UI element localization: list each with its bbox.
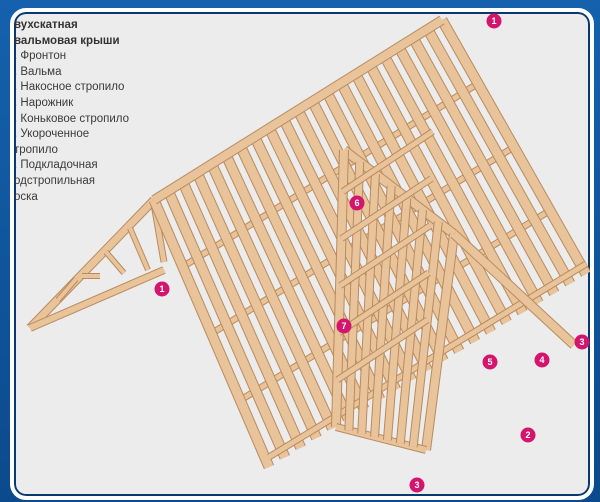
diagram-card: 1 1 6 7 5 4 3 2 3 вухскатная вальмовая крыши . Ф…	[10, 8, 594, 500]
rafter-9	[265, 126, 400, 392]
gable-strut-1	[56, 277, 78, 302]
legend-item-ridge-rafter: . Коньковое стропило	[14, 112, 130, 125]
marker-circle-m1-top	[486, 13, 502, 29]
jack-rafter-3	[371, 185, 395, 438]
eave-plate	[267, 261, 588, 460]
hip-brace-5	[335, 317, 429, 382]
hip-brace-1	[341, 129, 435, 194]
legend-item-shortened-1: . Укороченное	[14, 128, 90, 141]
marker-circle-m3-right	[574, 334, 590, 350]
marker-label-m1-top: 1	[491, 16, 496, 26]
rafter-7	[236, 144, 369, 412]
marker-circle-m7	[336, 318, 352, 334]
marker-label-m1-left: 1	[159, 284, 164, 294]
legend-item-gable: . Фронтон	[14, 50, 67, 63]
legend-title-line-2: вальмовая крыши	[14, 34, 120, 47]
legend-item-diagonal-rafter: . Накосное стропило	[14, 81, 125, 94]
marker-m7: 7	[336, 318, 352, 334]
marker-label-m4: 4	[539, 355, 544, 365]
legend-item-hip: . Вальма	[14, 65, 62, 78]
ridge-board	[151, 16, 445, 204]
gable-tie	[28, 267, 166, 331]
rafter-11	[293, 107, 432, 373]
marker-m5: 5	[482, 354, 498, 370]
marker-label-m7: 7	[341, 321, 346, 331]
rafter-8	[250, 135, 385, 402]
hip-brace-2	[340, 176, 433, 241]
diagonal-rafter-center	[422, 233, 458, 451]
diagonal-rafter-right	[451, 231, 577, 348]
gable-strut-3	[104, 250, 126, 275]
marker-layer: 1 1 6 7 5 4 3 2 3	[154, 13, 590, 493]
marker-circle-m4	[534, 352, 550, 368]
rafter-16	[366, 62, 511, 325]
marker-m3-right: 3	[574, 334, 590, 350]
marker-m3-bottom: 3	[409, 477, 425, 493]
marker-circle-m1-left	[154, 281, 170, 297]
marker-circle-m6	[349, 195, 365, 211]
hip-brace-3	[338, 223, 432, 288]
rafter-6	[221, 153, 353, 421]
marker-label-m5: 5	[487, 357, 492, 367]
rafter-10	[279, 117, 416, 383]
marker-m4: 4	[534, 352, 550, 368]
rafter-19	[409, 35, 559, 296]
rafter-18	[394, 44, 543, 306]
marker-m2: 2	[520, 427, 536, 443]
roof-diagram: 1 1 6 7 5 4 3 2 3	[26, 13, 590, 493]
legend-item-jack-rafter: . Нарожник	[14, 96, 74, 109]
marker-circle-m3-bottom	[409, 477, 425, 493]
jack-rafter-4	[383, 197, 411, 441]
marker-m1-top: 1	[486, 13, 502, 29]
rafter-12	[308, 98, 448, 363]
marker-m1-left: 1	[154, 281, 170, 297]
legend-item-shortened-2: тропило	[14, 143, 58, 156]
legend-item-underlay-1: . Подкладочная	[14, 159, 98, 172]
rafter-15	[351, 71, 495, 334]
legend-item-underlay-2: одстропильная	[14, 174, 95, 187]
hip-rafter-left	[332, 149, 348, 428]
gable-strut-4	[128, 227, 150, 271]
rafter-5	[207, 162, 337, 431]
legend-item-underlay-3: оска	[14, 190, 38, 203]
hip-brace-4	[337, 270, 431, 335]
rafter-1	[149, 198, 274, 469]
marker-label-m6: 6	[354, 198, 359, 208]
rafter-21	[438, 17, 590, 277]
marker-circle-m5	[482, 354, 498, 370]
legend-title-line-1: вухскатная	[14, 19, 78, 31]
marker-m6: 6	[349, 195, 365, 211]
marker-circle-m2	[520, 427, 536, 443]
jack-rafter-6	[409, 221, 442, 448]
rafter-4	[193, 171, 321, 440]
marker-label-m2: 2	[525, 430, 530, 440]
marker-label-m3-bottom: 3	[414, 480, 419, 490]
marker-label-m3-right: 3	[579, 337, 584, 347]
rafter-3	[178, 180, 305, 450]
gable-rafter-top	[27, 197, 157, 331]
legend: вухскатная вальмовая крыши . Фронтон . В…	[14, 18, 174, 205]
roof-frame	[26, 15, 590, 470]
rafter-2	[164, 189, 289, 460]
rafter-20	[423, 26, 575, 286]
